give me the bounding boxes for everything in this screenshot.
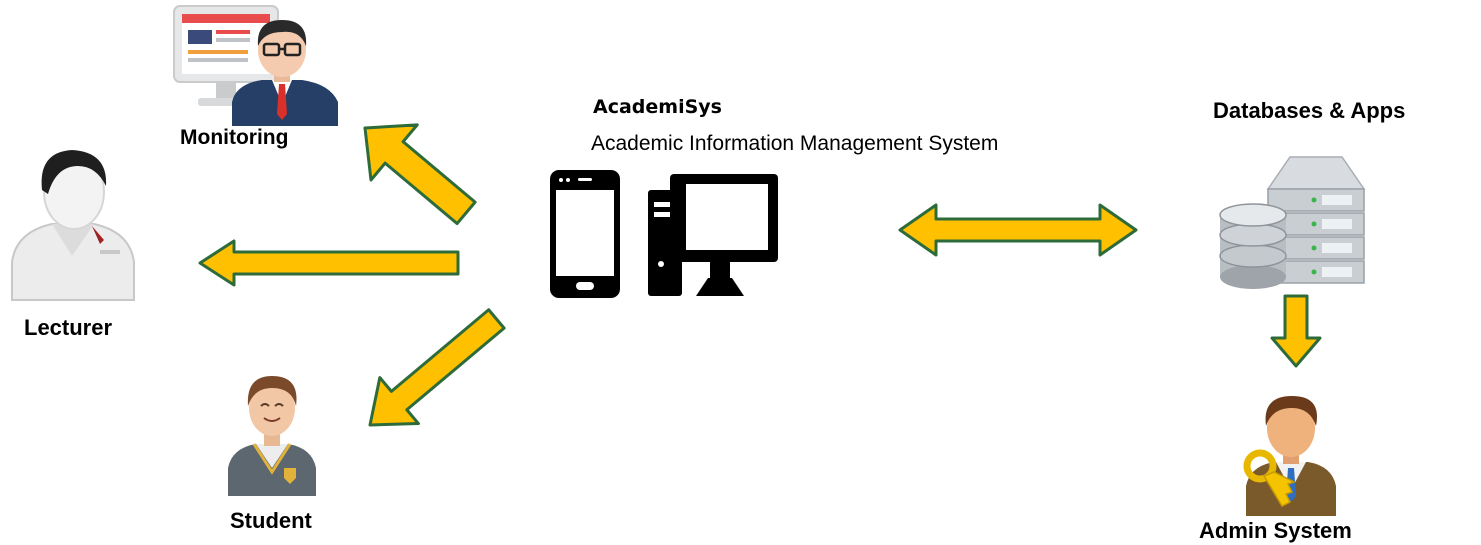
lecturer-icon [11, 150, 135, 301]
student-icon [228, 376, 316, 496]
desktop-icon [648, 174, 778, 296]
key-icon [1243, 449, 1296, 507]
arrow-to-lecturer [198, 239, 460, 287]
database-cylinders [1219, 203, 1287, 289]
system-name: AcademiSys [593, 96, 722, 118]
admin-label: Admin System [1199, 518, 1352, 543]
monitoring-label: Monitoring [180, 126, 289, 149]
arrow-to-monitoring [363, 123, 477, 226]
lecturer-label: Lecturer [24, 315, 113, 340]
databases-label: Databases & Apps [1213, 98, 1406, 123]
phone-icon [550, 170, 620, 298]
arrow-system-databases [898, 203, 1138, 257]
arrow-to-admin [1270, 294, 1322, 368]
monitor-operator-icon [173, 5, 338, 126]
phone-desktop-icon [550, 170, 778, 298]
database-server-icon [1219, 156, 1366, 289]
arrow-to-student [368, 308, 506, 427]
system-subtitle: Academic Information Management System [591, 132, 999, 155]
admin-key-icon [1243, 396, 1336, 516]
student-label: Student [230, 508, 312, 533]
